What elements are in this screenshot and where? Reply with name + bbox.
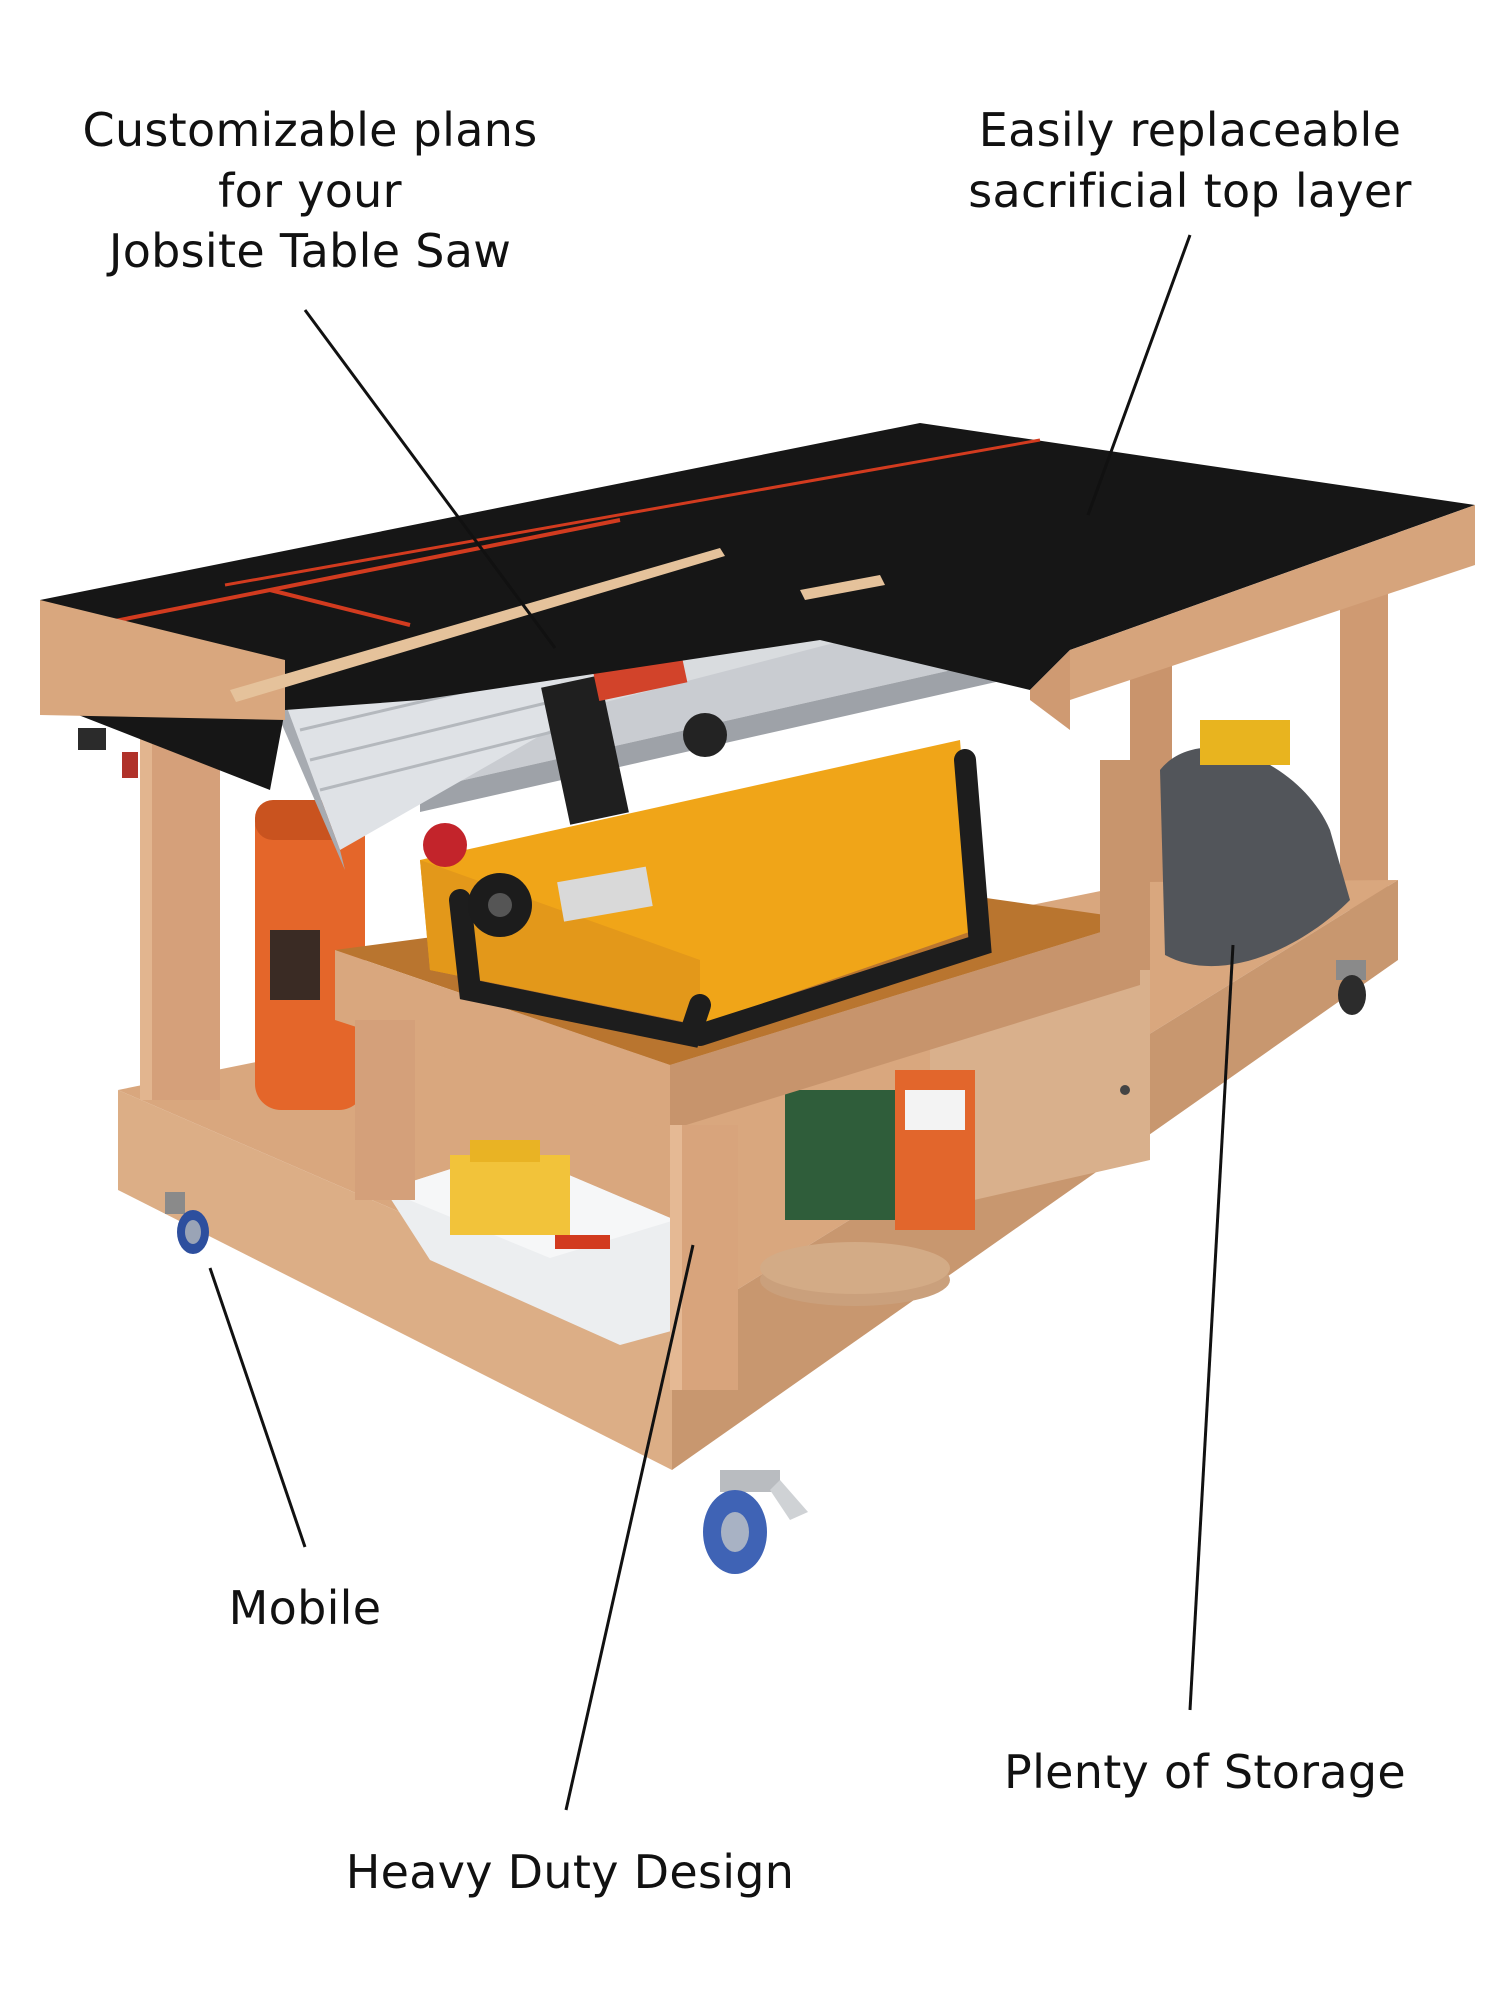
- callout-heavy-duty-label: Heavy Duty Design: [345, 1845, 795, 1899]
- caster-front: [703, 1470, 808, 1574]
- saw-platform-front: [335, 950, 670, 1130]
- front-left-leg: [140, 700, 220, 1100]
- callout-storage-label: Plenty of Storage: [1004, 1745, 1406, 1799]
- work-top-surface: [40, 423, 1475, 790]
- callout-line-plans: [303, 309, 557, 649]
- work-top-edge-side: [1070, 505, 1475, 700]
- callout-line-top-layer: [1086, 234, 1192, 516]
- table-saw: [280, 557, 1046, 1048]
- track-line: [79, 518, 621, 630]
- saw-frame-leg-right: [1100, 760, 1150, 970]
- callout-lines: [208, 234, 1235, 1811]
- saw-platform-side: [670, 920, 1140, 1130]
- saw-frame-leg-left: [355, 1020, 415, 1200]
- work-top-edge-front: [40, 600, 285, 720]
- push-block: [450, 1155, 570, 1235]
- caster-back-right: [1336, 960, 1366, 1015]
- callout-plans-label: Customizable plans for your Jobsite Tabl…: [82, 103, 538, 279]
- tool-bag: [1160, 747, 1350, 967]
- back-leg-right: [1340, 580, 1388, 910]
- storage-cabinet: [930, 938, 1150, 1210]
- callout-line-storage: [1188, 944, 1235, 1711]
- bottom-shelf-front: [118, 1090, 672, 1470]
- callout-mobile-label: Mobile: [228, 1581, 382, 1635]
- side-clamp: [78, 728, 106, 750]
- callout-top-layer-label: Easily replaceable sacrificial top layer: [968, 103, 1412, 218]
- caster-left: [165, 1192, 209, 1254]
- callout-line-heavy-duty: [564, 1244, 695, 1811]
- callout-line-mobile: [208, 1267, 307, 1548]
- storage-books: [785, 1090, 895, 1220]
